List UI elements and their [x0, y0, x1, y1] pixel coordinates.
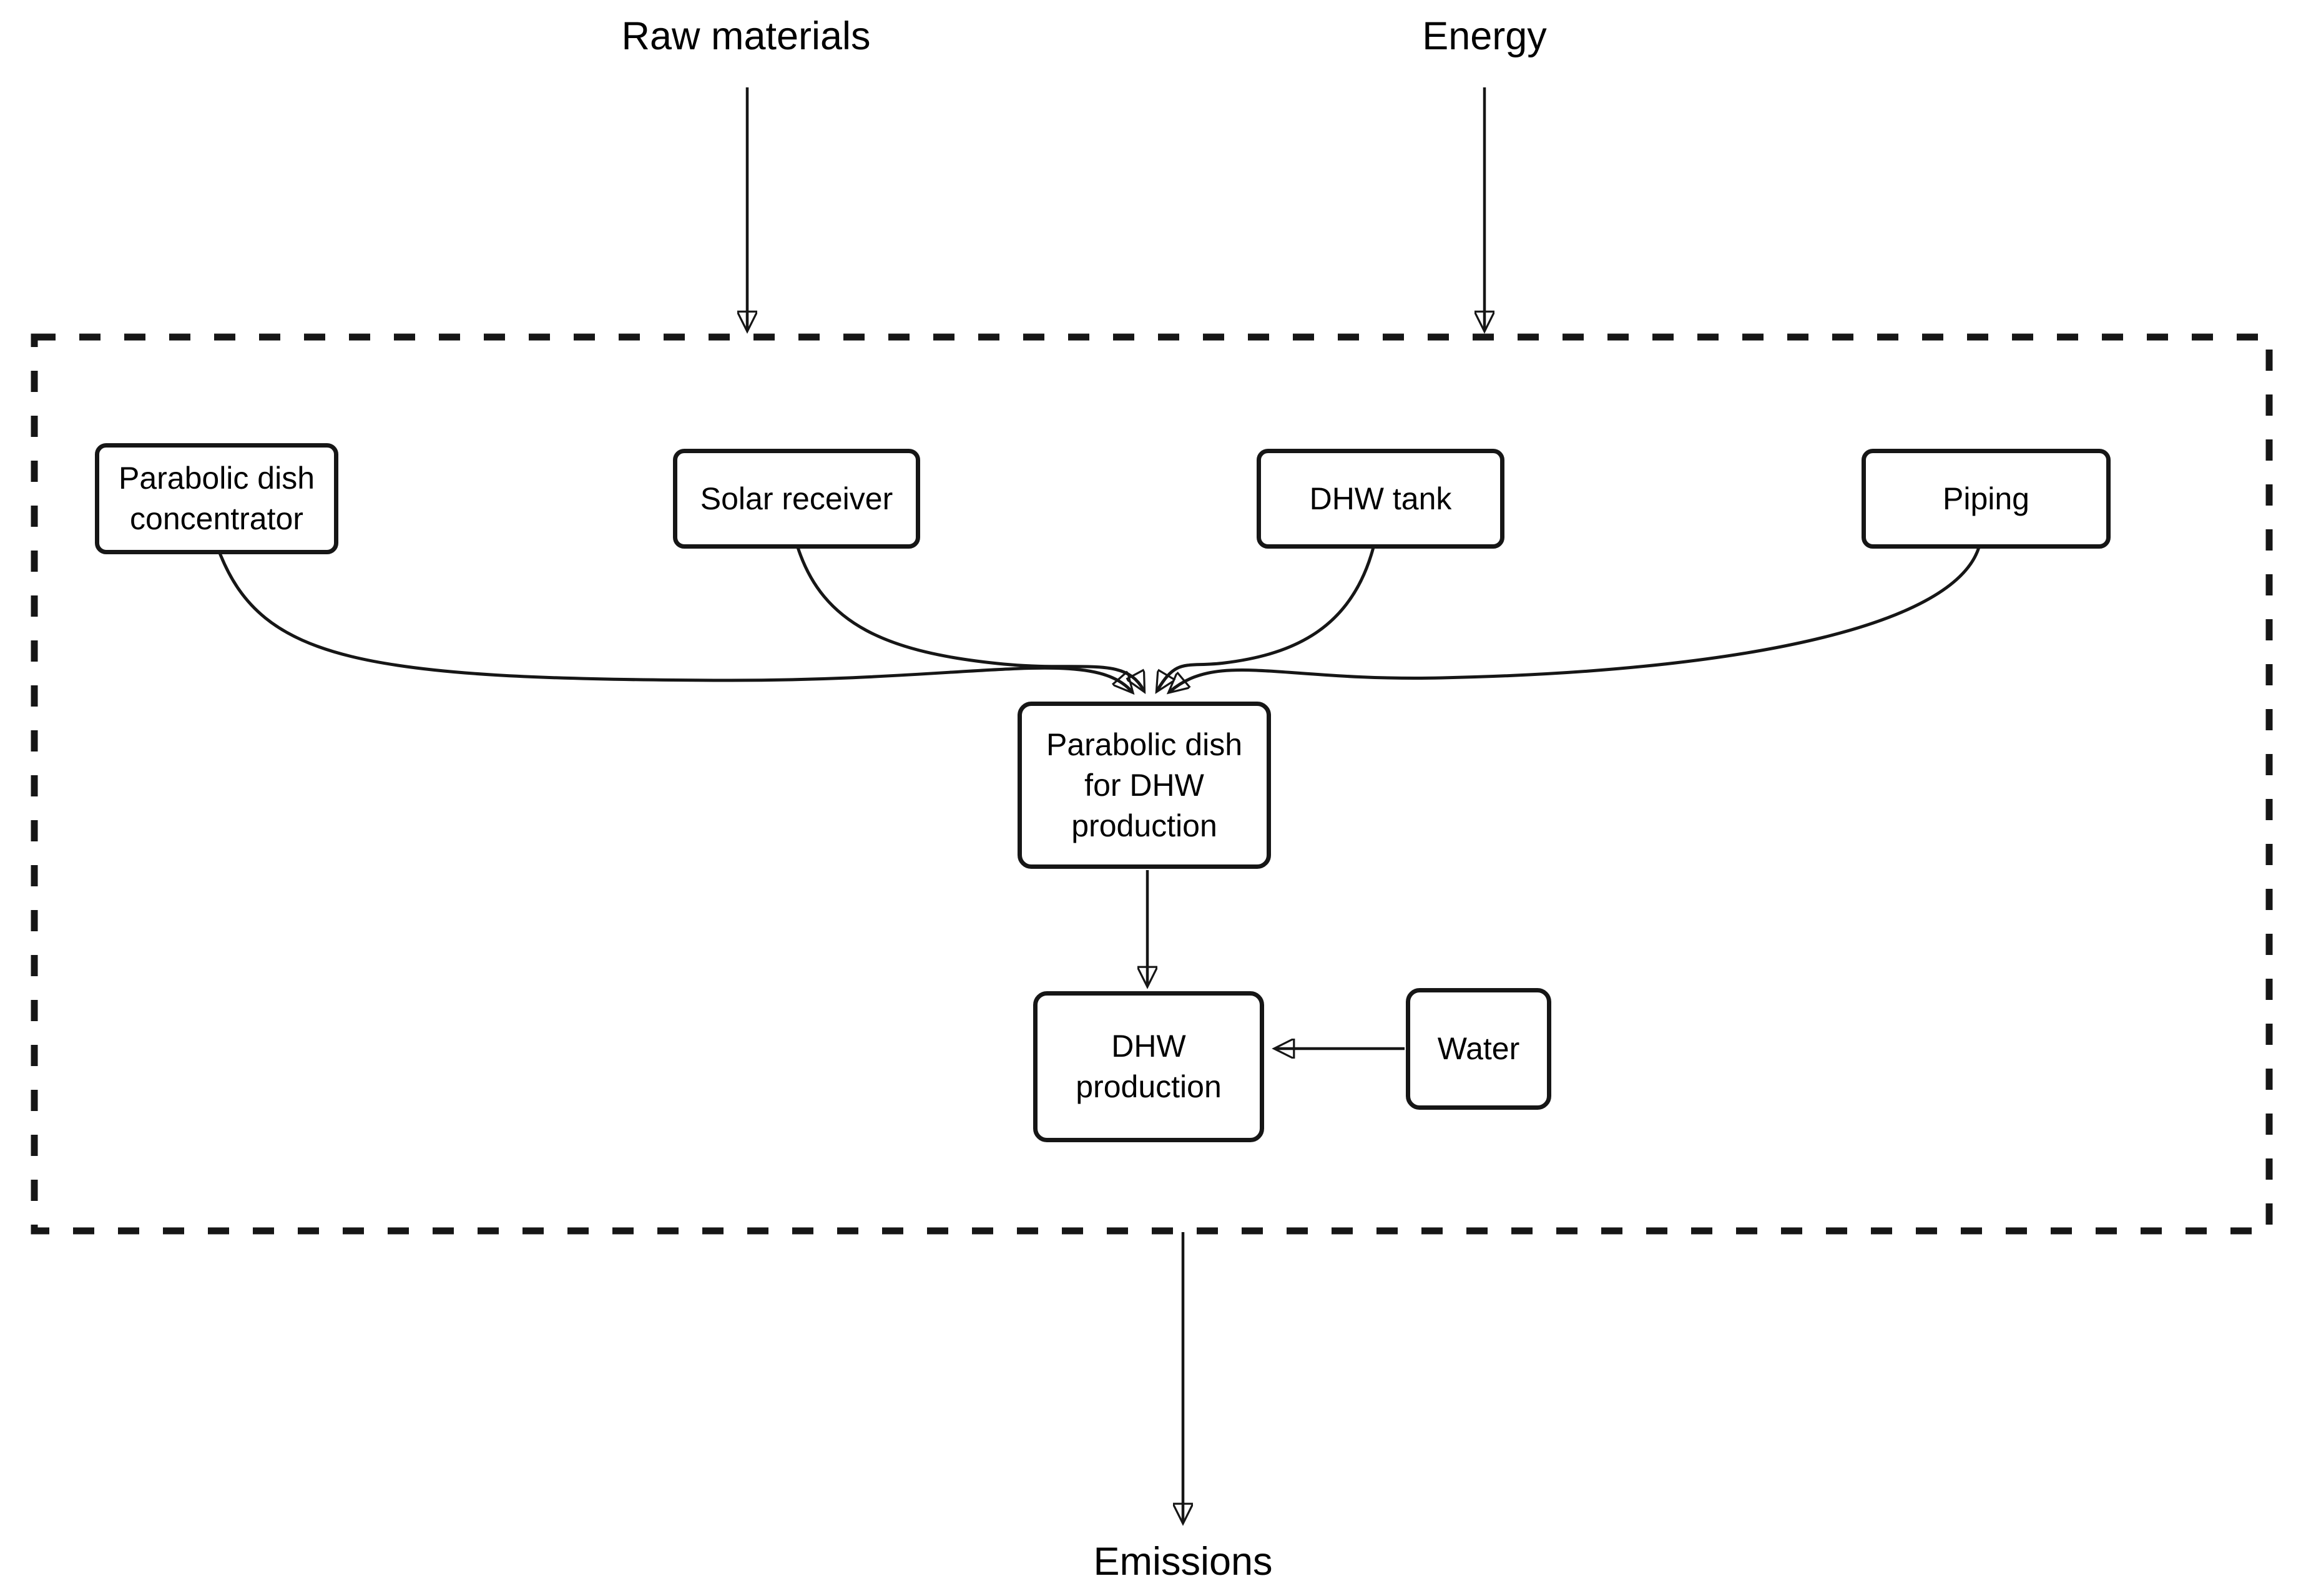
node-dhw-tank: DHW tank [1257, 449, 1504, 549]
edge-solar-receiver-to-dish-system [796, 547, 1144, 690]
node-water: Water [1406, 988, 1551, 1110]
edge-dhw-tank-to-dish-system [1157, 547, 1375, 690]
label-raw-materials: Raw materials [621, 14, 871, 58]
label-emissions: Emissions [1093, 1540, 1273, 1584]
edge-concentrator-to-dish-system [218, 552, 1132, 692]
node-parabolic-dish-concentrator: Parabolic dish concentrator [95, 443, 338, 554]
node-parabolic-dish-for-dhw-production: Parabolic dish for DHW production [1018, 702, 1271, 869]
label-energy: Energy [1422, 14, 1547, 58]
system-boundary [31, 333, 2273, 1235]
node-solar-receiver: Solar receiver [673, 449, 920, 549]
node-piping: Piping [1862, 449, 2111, 549]
edge-piping-to-dish-system [1170, 547, 1981, 692]
node-dhw-production: DHW production [1033, 991, 1264, 1142]
